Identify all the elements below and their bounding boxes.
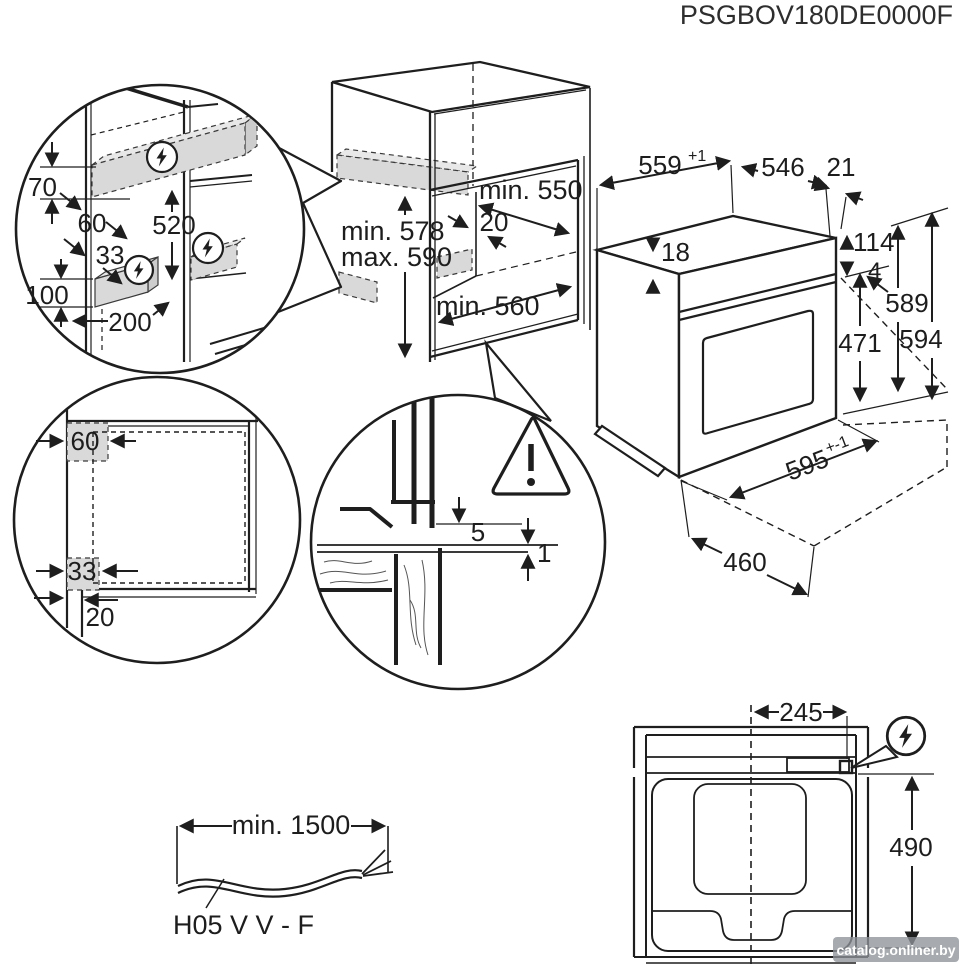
corner-dim-20-label: 20: [86, 602, 115, 632]
niche-height-max-label: max. 590: [341, 242, 452, 272]
cabinet-drawing: min. 578 max. 590 min. 550 20 min. 560: [330, 60, 591, 362]
oven-door-window: [701, 309, 815, 435]
cable-length-label: min. 1500: [232, 810, 351, 840]
detail-front-gap: 5 1: [309, 393, 607, 691]
dim-520-label: 520: [152, 210, 195, 240]
dim-33-label: 33: [96, 240, 125, 270]
oven-height-589-label: 589: [885, 288, 928, 318]
terminal-offset-245-label: 245: [779, 697, 822, 727]
dim-200-label: 200: [108, 307, 151, 337]
oven-width-front-tol-label: +-1: [823, 433, 851, 457]
niche-depth-min-label: min. 550: [479, 175, 583, 205]
oven-top-view: 245 490: [632, 697, 934, 968]
warning-icon: [491, 416, 571, 496]
niche-height-min-label: min. 578: [341, 216, 445, 246]
dim-60-label: 60: [78, 208, 107, 238]
oven-depth-460-label: 460: [723, 547, 766, 577]
power-cable-drawing: min. 1500 H05 V V - F: [173, 810, 394, 940]
depth-490-label: 490: [889, 832, 932, 862]
oven-width-front-label: 595: [781, 443, 832, 487]
power-connection-icon: [123, 254, 155, 286]
oven-panel-114-label: 114: [853, 227, 894, 257]
oven-drawing: 559 +1 546 21 18 114 4 589 594 471: [592, 148, 949, 598]
watermark-badge: catalog.onliner.by: [833, 937, 959, 962]
corner-dim-33-label: 33: [68, 556, 97, 586]
oven-top-18-label: 18: [661, 237, 690, 267]
power-connection-icon: [885, 715, 927, 757]
power-connection-icon: [191, 231, 225, 265]
oven-door-471-label: 471: [838, 328, 881, 358]
dim-70-label: 70: [28, 172, 57, 202]
oven-width-top-label: 559: [638, 150, 681, 180]
detail-side-clearances: 60 33 20: [12, 375, 302, 665]
oven-front-21-label: 21: [827, 152, 856, 182]
cable-type-label: H05 V V - F: [173, 910, 314, 940]
gap-dim-1-label: 1: [537, 538, 551, 568]
corner-dim-60-label: 60: [71, 426, 100, 456]
gap-dim-5-label: 5: [471, 517, 485, 547]
oven-door-handle: [593, 424, 667, 478]
product-code: PSGBOV180DE0000F: [680, 0, 953, 30]
power-connection-icon: [145, 140, 179, 174]
detail-connection-zones: 70 60 520 33 100 200: [14, 83, 306, 375]
oven-depth-label: 546: [761, 152, 804, 182]
oven-height-594-label: 594: [899, 324, 942, 354]
dim-100-label: 100: [25, 280, 68, 310]
oven-width-top-tol-label: +1: [688, 148, 706, 165]
watermark-text: catalog.onliner.by: [836, 942, 955, 958]
niche-width-min-label: min. 560: [436, 291, 540, 321]
niche-reveal-label: 20: [480, 207, 509, 237]
